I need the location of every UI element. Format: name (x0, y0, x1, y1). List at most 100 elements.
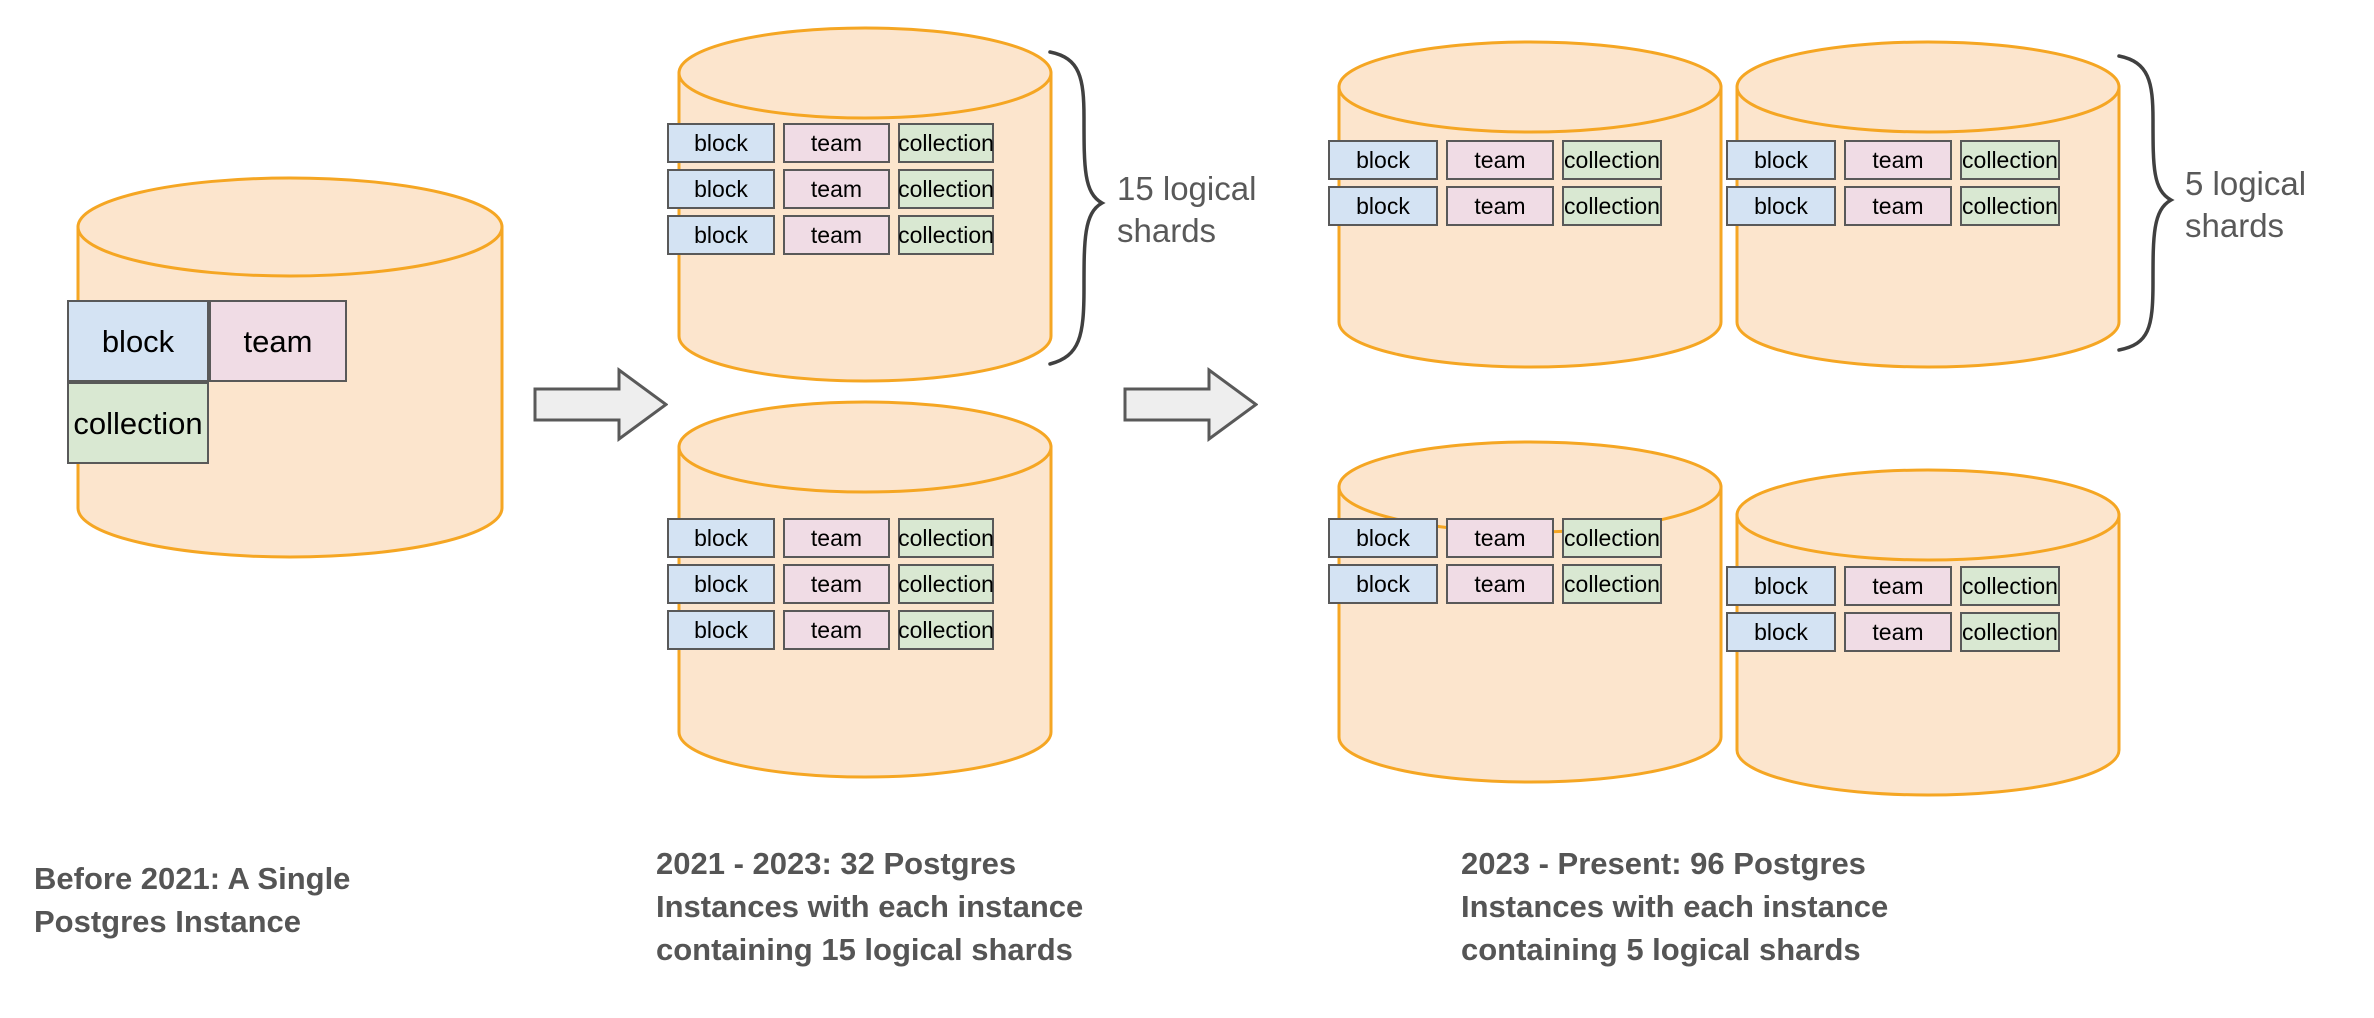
shard-label: collection (1962, 572, 2058, 599)
instance-3-1-cylinder: block team collection block team collect… (1328, 40, 1724, 370)
shard-label: team (1474, 146, 1526, 173)
shard-label: collection (898, 175, 994, 202)
shard-label: block (694, 221, 748, 248)
shard-block[interactable]: block (1328, 518, 1438, 558)
shard-block[interactable]: block (1328, 564, 1438, 604)
instance-3-3-shards: block team collection block team collect… (1328, 518, 1662, 604)
arrow-2 (1123, 367, 1259, 442)
shard-collection[interactable]: collection (898, 215, 994, 255)
shard-label: collection (1962, 618, 2058, 645)
table-label: team (243, 323, 313, 359)
table-collection[interactable]: collection (67, 382, 209, 464)
shard-label: team (810, 616, 863, 643)
instance-2-2-shards: block team collection block team collect… (667, 518, 994, 650)
shard-collection[interactable]: collection (898, 169, 994, 209)
shard-block[interactable]: block (1726, 612, 1836, 652)
shard-collection[interactable]: collection (1562, 518, 1662, 558)
shard-team[interactable]: team (1844, 186, 1952, 226)
shard-label: team (810, 221, 863, 248)
shard-collection[interactable]: collection (1960, 612, 2060, 652)
instance-3-4-shards: block team collection block team collect… (1726, 566, 2060, 652)
instance-3-3-cylinder: block team collection block team collect… (1328, 440, 1724, 785)
shard-block[interactable]: block (1726, 140, 1836, 180)
shard-label: collection (898, 221, 994, 248)
shard-label: team (810, 570, 863, 597)
instance-1-1-tables: block team collection (67, 175, 505, 560)
shard-label: block (1356, 146, 1410, 173)
shard-collection[interactable]: collection (1562, 564, 1662, 604)
instance-2-2-cylinder: block team collection block team collect… (667, 400, 1054, 780)
shard-label: block (694, 175, 748, 202)
shard-label: block (1356, 570, 1410, 597)
table-label: block (101, 323, 175, 359)
shard-label: collection (898, 616, 994, 643)
shard-label: team (1872, 146, 1924, 173)
shard-collection[interactable]: collection (1562, 186, 1662, 226)
shard-team[interactable]: team (1844, 140, 1952, 180)
shard-label: collection (1564, 192, 1660, 219)
shard-block[interactable]: block (667, 518, 775, 558)
shard-team[interactable]: team (1446, 186, 1554, 226)
shard-label: team (1872, 572, 1924, 599)
shard-team[interactable]: team (783, 564, 890, 604)
shard-label: team (1474, 570, 1526, 597)
shard-collection[interactable]: collection (898, 610, 994, 650)
table-block[interactable]: block (67, 300, 209, 382)
shard-label: team (1474, 524, 1526, 551)
shard-label: block (1754, 192, 1808, 219)
stage-3-caption: 2023 - Present: 96 Postgres Instances wi… (1461, 846, 1889, 967)
shard-team[interactable]: team (783, 123, 890, 163)
shard-collection[interactable]: collection (898, 123, 994, 163)
shard-block[interactable]: block (667, 169, 775, 209)
shard-label: collection (1962, 192, 2058, 219)
instance-3-2-cylinder: block team collection block team collect… (1726, 40, 2122, 370)
shard-label: collection (898, 129, 994, 156)
curly-brace-icon (2117, 54, 2175, 352)
stage-1-caption: Before 2021: A Single Postgres Instance (34, 861, 351, 939)
shard-collection[interactable]: collection (898, 564, 994, 604)
shard-team[interactable]: team (1446, 564, 1554, 604)
shard-team[interactable]: team (783, 610, 890, 650)
brace-15-shards (1046, 48, 1106, 368)
shard-label: block (694, 129, 748, 156)
shard-collection[interactable]: collection (1960, 140, 2060, 180)
table-team[interactable]: team (209, 300, 347, 382)
shard-block[interactable]: block (667, 123, 775, 163)
brace-5-shards (2115, 52, 2175, 352)
shard-label: block (694, 616, 748, 643)
shard-block[interactable]: block (1328, 186, 1438, 226)
shard-block[interactable]: block (1328, 140, 1438, 180)
shard-label: block (694, 570, 748, 597)
instance-1-1-cylinder: block team collection (67, 175, 505, 560)
shard-team[interactable]: team (1446, 140, 1554, 180)
arrow-1 (533, 367, 669, 442)
shard-label: team (1872, 192, 1924, 219)
shard-collection[interactable]: collection (1960, 186, 2060, 226)
shard-collection[interactable]: collection (898, 518, 994, 558)
shard-label: block (694, 524, 748, 551)
shard-collection[interactable]: collection (1960, 566, 2060, 606)
shard-label: collection (898, 570, 994, 597)
shard-collection[interactable]: collection (1562, 140, 1662, 180)
shard-team[interactable]: team (783, 169, 890, 209)
shard-team[interactable]: team (1844, 612, 1952, 652)
right-arrow-icon (533, 367, 669, 442)
shard-label: block (1356, 192, 1410, 219)
shard-block[interactable]: block (667, 610, 775, 650)
shard-block[interactable]: block (667, 564, 775, 604)
shard-team[interactable]: team (1844, 566, 1952, 606)
shard-team[interactable]: team (783, 518, 890, 558)
shard-label: block (1754, 618, 1808, 645)
shard-label: collection (1564, 570, 1660, 597)
shard-block[interactable]: block (667, 215, 775, 255)
shard-team[interactable]: team (783, 215, 890, 255)
right-arrow-icon (1123, 367, 1259, 442)
shard-label: team (810, 129, 863, 156)
shard-block[interactable]: block (1726, 186, 1836, 226)
shard-block[interactable]: block (1726, 566, 1836, 606)
instance-3-1-shards: block team collection block team collect… (1328, 140, 1662, 226)
table-label: collection (73, 405, 203, 441)
shard-team[interactable]: team (1446, 518, 1554, 558)
stage-2-caption: 2021 - 2023: 32 Postgres Instances with … (656, 846, 1084, 967)
